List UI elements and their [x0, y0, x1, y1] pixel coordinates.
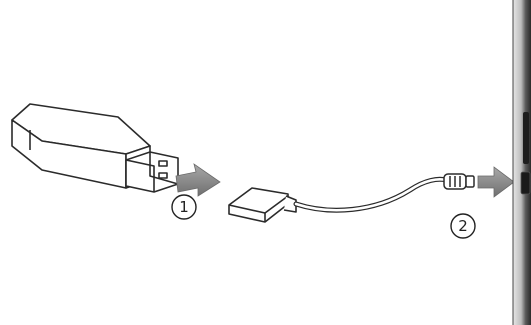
otg-socket-icon [228, 187, 297, 223]
tablet-side-button [523, 112, 529, 164]
tablet-usb-port [520, 171, 531, 195]
tablet-edge-icon [512, 0, 531, 325]
step-1-marker: 1 [171, 194, 197, 220]
micro-usb-plug-icon [443, 173, 475, 190]
usb-plug-icon [125, 151, 179, 193]
insert-arrow-2-icon [477, 166, 515, 198]
insert-arrow-1-icon [175, 163, 221, 197]
step-2-label: 2 [458, 217, 468, 235]
step-2-marker: 2 [450, 213, 476, 239]
step-1-label: 1 [179, 198, 189, 216]
